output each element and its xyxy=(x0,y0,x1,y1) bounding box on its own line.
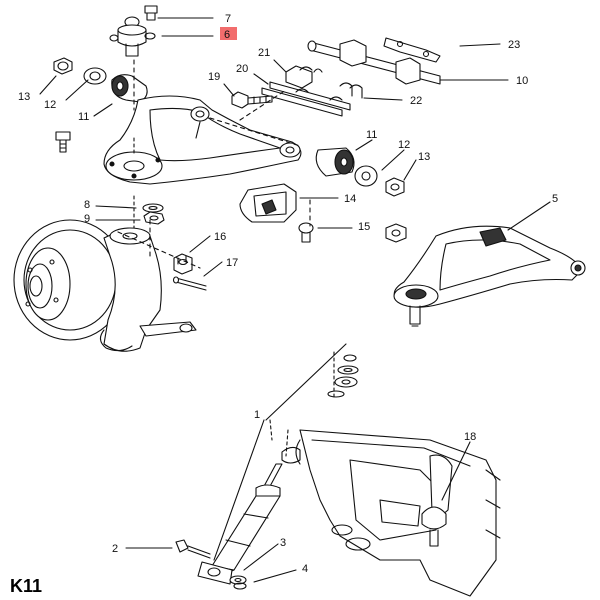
callout-11-left: 11 xyxy=(78,111,89,123)
callout-17: 17 xyxy=(226,257,238,269)
callout-5: 5 xyxy=(552,193,558,205)
pivot-shaft xyxy=(308,38,440,84)
callout-7: 7 xyxy=(225,13,231,25)
bolt-19 xyxy=(232,92,272,108)
ball-joint-part xyxy=(110,6,157,56)
callout-1: 1 xyxy=(254,409,260,421)
washers-8-9 xyxy=(134,196,164,236)
lower-control-arm xyxy=(394,226,585,326)
callout-13-right: 13 xyxy=(418,151,430,163)
cotter-pin-17 xyxy=(174,277,207,290)
callout-14: 14 xyxy=(344,193,356,205)
shock-lower-bolt xyxy=(176,540,210,558)
callout-18: 18 xyxy=(464,431,476,443)
shock-mount-washers xyxy=(328,352,358,400)
callout-22: 22 xyxy=(410,95,422,107)
callout-labels: 7 6 21 23 13 12 20 19 22 10 11 11 12 13 … xyxy=(18,13,558,575)
upper-control-arm xyxy=(104,96,301,184)
callout-20: 20 xyxy=(236,63,248,75)
callout-2: 2 xyxy=(112,543,118,555)
callout-6: 6 xyxy=(224,29,230,41)
page-code-label: K11 xyxy=(10,576,43,596)
callout-8: 8 xyxy=(84,199,90,211)
callout-21: 21 xyxy=(258,47,270,59)
callout-13-left: 13 xyxy=(18,91,30,103)
shim-pack xyxy=(262,66,362,116)
bushing-set-right xyxy=(316,148,404,196)
castle-nut-16 xyxy=(174,254,192,274)
steering-knuckle-disc xyxy=(14,220,196,351)
shock-absorber xyxy=(198,447,300,589)
callout-16: 16 xyxy=(214,231,226,243)
callout-15: 15 xyxy=(358,221,370,233)
callout-11-right: 11 xyxy=(366,129,377,141)
frame-section xyxy=(296,430,500,596)
callout-23: 23 xyxy=(508,39,520,51)
connection-lines xyxy=(118,60,310,268)
bushing-set-left xyxy=(54,58,147,102)
callout-12-left: 12 xyxy=(44,99,56,111)
callout-12-right: 12 xyxy=(398,139,410,151)
callout-6-highlight xyxy=(220,27,237,40)
bolt-15 xyxy=(299,223,406,242)
callout-3: 3 xyxy=(280,537,286,549)
callout-4: 4 xyxy=(302,563,308,575)
bracket-14 xyxy=(240,184,296,222)
leader-lines xyxy=(40,18,550,582)
callout-19: 19 xyxy=(208,71,220,83)
callout-9: 9 xyxy=(84,213,90,225)
bolt-left xyxy=(56,132,70,152)
callout-10: 10 xyxy=(516,75,528,87)
